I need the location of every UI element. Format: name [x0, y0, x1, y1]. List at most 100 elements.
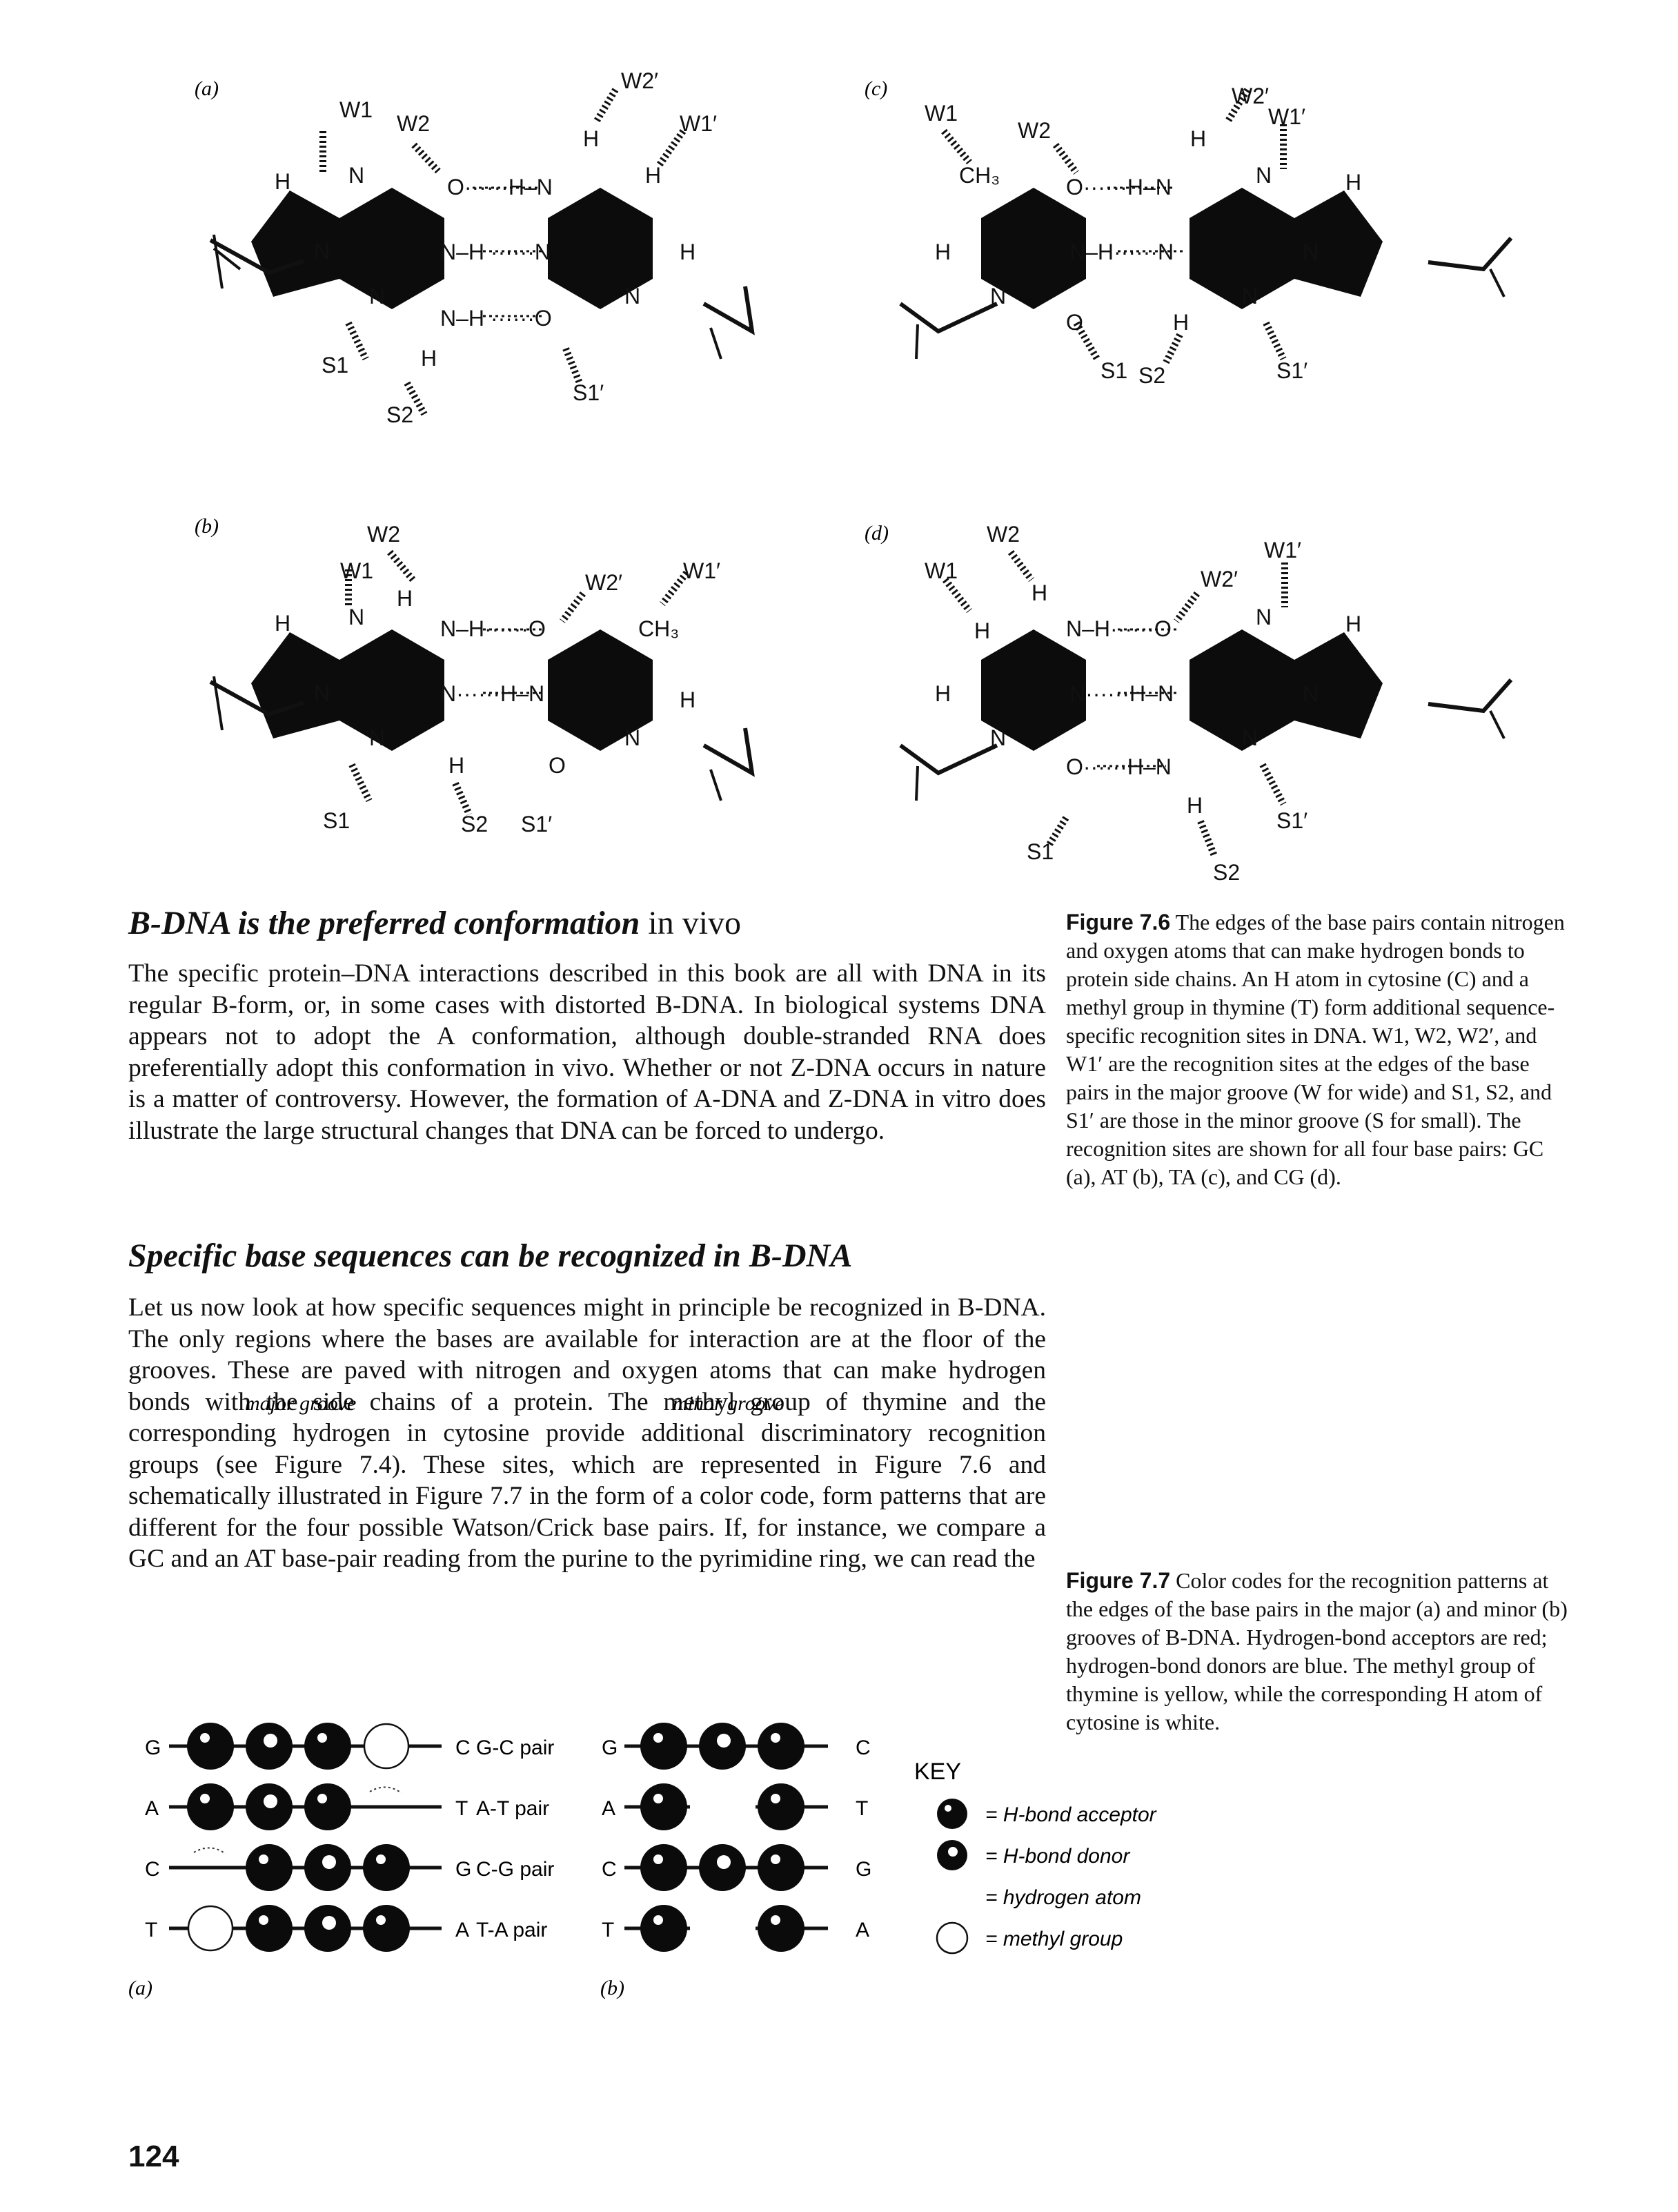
acceptor-ball — [758, 1844, 805, 1891]
svg-text:O: O — [1066, 310, 1083, 335]
svg-text:H: H — [680, 239, 695, 264]
figure-label: Figure 7.6 — [1066, 910, 1171, 934]
panel-label: (b) — [195, 515, 219, 538]
acceptor-ball — [304, 1723, 351, 1770]
acceptor-ball — [246, 1844, 293, 1891]
svg-text:H: H — [1345, 170, 1361, 195]
svg-text:O······H–N: O······H–N — [1066, 754, 1172, 779]
minor-groove-title: minor groove — [673, 1392, 784, 1415]
hydrogen-mark — [369, 1786, 402, 1794]
svg-text:N: N — [990, 725, 1006, 750]
row-left-base: G — [602, 1736, 618, 1759]
svg-text:W1′: W1′ — [683, 558, 720, 583]
svg-text:W2′: W2′ — [585, 570, 622, 595]
row-left-base: A — [145, 1797, 159, 1820]
row-pair-label: A-T pair — [476, 1797, 549, 1820]
acceptor-ball — [363, 1905, 410, 1952]
svg-text:W1′: W1′ — [680, 111, 717, 136]
svg-text:CH₃: CH₃ — [959, 163, 1000, 188]
panel-label-a: (a) — [128, 1977, 152, 1999]
section-heading-bdna: B-DNA is the preferred conformation in v… — [128, 905, 742, 941]
svg-text:W1′: W1′ — [1264, 538, 1301, 562]
svg-text:N: N — [369, 284, 385, 309]
key-item: = hydrogen atom — [985, 1886, 1141, 1909]
figure-7-6-caption: Figure 7.6 The edges of the base pairs c… — [1066, 910, 1565, 1189]
svg-text:H: H — [1345, 611, 1361, 636]
row-pair-label: C-G pair — [476, 1858, 554, 1881]
svg-text:H: H — [935, 681, 951, 706]
section-paragraph-bdna: The specific protein–DNA interactions de… — [128, 959, 1046, 1145]
svg-text:H: H — [974, 618, 990, 643]
donor-ball — [699, 1723, 746, 1770]
svg-text:H: H — [935, 239, 951, 264]
donor-ball — [246, 1783, 293, 1830]
svg-text:S2: S2 — [461, 812, 488, 836]
row-right-base: C — [856, 1736, 871, 1759]
methyl-ball — [363, 1723, 410, 1770]
svg-text:S1′: S1′ — [521, 812, 552, 836]
section-heading-recognition: Specific base sequences can be recognize… — [128, 1237, 853, 1274]
key-label: = H-bond acceptor — [985, 1803, 1157, 1826]
row-left-base: T — [602, 1919, 614, 1941]
acceptor-ball — [187, 1723, 234, 1770]
svg-text:H: H — [448, 753, 464, 778]
svg-text:N–H······O: N–H······O — [440, 616, 546, 641]
panel-label-b: (b) — [600, 1977, 624, 1999]
svg-text:N: N — [314, 681, 330, 705]
svg-text:N: N — [1242, 725, 1258, 750]
svg-text:W2: W2 — [987, 522, 1020, 547]
acceptor-ball — [640, 1905, 687, 1952]
row-right-base: T — [856, 1797, 868, 1820]
svg-text:O······H–N: O······H–N — [447, 175, 553, 199]
svg-text:H: H — [1190, 126, 1206, 151]
svg-text:S2: S2 — [1138, 363, 1165, 388]
row-right-base: G — [455, 1858, 471, 1881]
row-left-base: A — [602, 1797, 615, 1820]
svg-text:H: H — [397, 586, 413, 611]
svg-text:S1′: S1′ — [573, 380, 604, 405]
acceptor-ball — [640, 1723, 687, 1770]
svg-text:N······H–N: N······H–N — [440, 681, 544, 706]
svg-text:N–H······N: N–H······N — [1069, 239, 1174, 264]
svg-text:W2′: W2′ — [1201, 567, 1238, 591]
svg-text:H: H — [275, 169, 290, 194]
svg-text:N–H ······O: N–H ······O — [440, 306, 552, 331]
svg-text:S1′: S1′ — [1276, 358, 1307, 383]
key-label: = hydrogen atom — [985, 1886, 1141, 1909]
svg-text:S1′: S1′ — [1276, 808, 1307, 833]
svg-text:W1: W1 — [340, 558, 373, 583]
major-groove-title: major groove — [245, 1392, 356, 1415]
acceptor-ball — [640, 1783, 687, 1830]
acceptor-ball — [187, 1783, 234, 1830]
svg-text:N–H······O: N–H······O — [1066, 616, 1172, 641]
svg-text:N: N — [314, 239, 330, 264]
svg-text:W2: W2 — [397, 111, 430, 136]
row-right-base: T — [455, 1797, 468, 1820]
svg-text:H: H — [1187, 793, 1203, 818]
key-item: = methyl group — [936, 1921, 1123, 1955]
svg-text:N: N — [1256, 605, 1272, 629]
svg-text:N: N — [1256, 163, 1272, 188]
section-paragraph-recognition: Let us now look at how specific sequence… — [128, 1293, 1046, 1573]
svg-text:H: H — [645, 163, 661, 188]
svg-text:W1′: W1′ — [1268, 104, 1305, 129]
svg-text:N: N — [369, 725, 385, 750]
row-right-base: G — [856, 1858, 871, 1881]
methyl-ball — [187, 1905, 234, 1952]
svg-text:W2′: W2′ — [1232, 84, 1269, 108]
recognition-row: A T A-T pair A T — [145, 1783, 868, 1830]
panel-label: (d) — [865, 522, 889, 545]
svg-text:S2: S2 — [1213, 860, 1240, 885]
figure-label: Figure 7.7 — [1066, 1568, 1171, 1593]
page-number: 124 — [128, 2140, 179, 2173]
row-right-base: A — [856, 1919, 869, 1941]
svg-text:N: N — [348, 605, 364, 629]
acceptor-ball — [758, 1905, 805, 1952]
svg-text:N: N — [1303, 681, 1319, 706]
acceptor-ball — [246, 1905, 293, 1952]
